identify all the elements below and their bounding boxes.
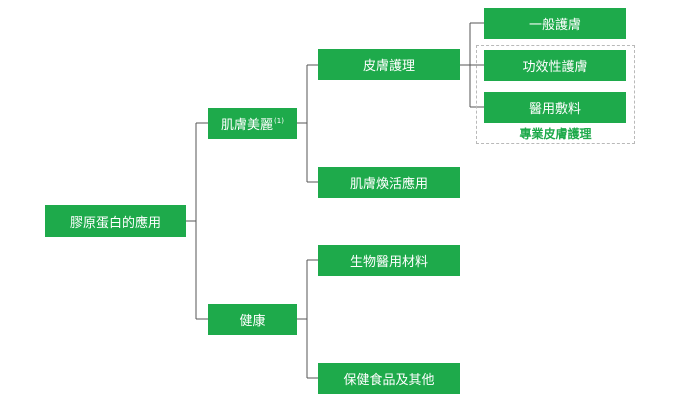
node-label: 肌膚美麗 xyxy=(221,118,274,133)
node-biomedical-materials: 生物醫用材料 xyxy=(318,245,460,276)
node-label: 生物醫用材料 xyxy=(349,255,428,270)
node-label: 健康 xyxy=(239,314,266,329)
node-skin-rejuvenation: 肌膚煥活應用 xyxy=(318,167,460,198)
footnote-marker: (1) xyxy=(274,116,284,125)
node-label: 功效性護膚 xyxy=(522,60,588,75)
node-medical-dressing: 醫用敷料 xyxy=(484,92,626,123)
node-functional-skincare: 功效性護膚 xyxy=(484,50,626,81)
node-skincare: 皮膚護理 xyxy=(318,49,460,80)
professional-skincare-group xyxy=(476,45,635,144)
professional-skincare-label: 專業皮膚護理 xyxy=(519,127,592,141)
node-label: 保健食品及其他 xyxy=(343,373,435,388)
node-label: 醫用敷料 xyxy=(528,102,581,117)
node-label: 肌膚煥活應用 xyxy=(349,177,428,192)
node-health-supplements: 保健食品及其他 xyxy=(318,363,460,394)
node-general-skincare: 一般護膚 xyxy=(484,8,626,39)
node-label: 膠原蛋白的應用 xyxy=(69,215,161,231)
node-label: 一般護膚 xyxy=(528,18,581,33)
node-collagen-applications: 膠原蛋白的應用 xyxy=(45,205,186,237)
node-health: 健康 xyxy=(208,304,297,335)
node-skin-beauty: 肌膚美麗(1) xyxy=(208,108,297,139)
node-label: 皮膚護理 xyxy=(362,59,415,74)
